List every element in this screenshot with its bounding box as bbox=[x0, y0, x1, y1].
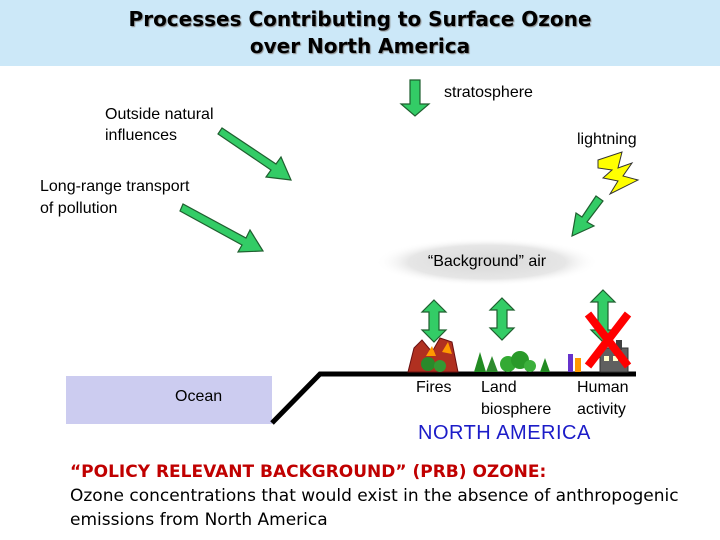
fires-double-arrow bbox=[420, 299, 448, 343]
outside-natural-arrow bbox=[217, 127, 292, 181]
fire-mountain-icon bbox=[407, 337, 459, 373]
fires-label: Fires bbox=[416, 379, 452, 396]
title-bar bbox=[0, 0, 720, 66]
long-range-label-line-1: Long-range transport bbox=[40, 178, 190, 195]
stratosphere-arrow bbox=[399, 79, 431, 117]
lightning-arrow bbox=[571, 195, 604, 238]
long-range-label-line-2: of pollution bbox=[40, 200, 118, 217]
coastline bbox=[270, 371, 636, 425]
land-label-line-1: Land bbox=[481, 379, 517, 396]
outside-natural-label-line-1: Outside natural bbox=[105, 106, 214, 123]
lightning-label: lightning bbox=[577, 131, 637, 148]
page-title: Processes Contributing to Surface Ozone … bbox=[0, 6, 720, 60]
land-double-arrow bbox=[488, 297, 516, 341]
prb-text: Ozone concentrations that would exist in… bbox=[70, 486, 679, 530]
human-label-line-1: Human bbox=[577, 379, 629, 396]
prb-definition: “POLICY RELEVANT BACKGROUND” (PRB) OZONE… bbox=[70, 460, 710, 532]
north-america-label: NORTH AMERICA bbox=[418, 422, 591, 444]
ocean-label: Ocean bbox=[175, 388, 223, 405]
stratosphere-label: stratosphere bbox=[444, 84, 533, 101]
background-air-label: “Background” air bbox=[427, 253, 547, 270]
human-label-line-2: activity bbox=[577, 401, 626, 418]
outside-natural-label-line-2: influences bbox=[105, 127, 178, 144]
background-air-cloud bbox=[375, 238, 599, 286]
lightning-bolt-icon bbox=[597, 151, 640, 196]
ocean-area bbox=[66, 376, 272, 424]
prb-heading: “POLICY RELEVANT BACKGROUND” (PRB) OZONE… bbox=[70, 462, 547, 482]
trees-icon bbox=[474, 351, 550, 372]
land-label-line-2: biosphere bbox=[481, 401, 552, 418]
title-line-2: over North America bbox=[249, 34, 471, 58]
red-x-icon bbox=[584, 311, 632, 369]
long-range-transport-arrow bbox=[179, 203, 265, 253]
title-line-1: Processes Contributing to Surface Ozone bbox=[128, 7, 592, 31]
